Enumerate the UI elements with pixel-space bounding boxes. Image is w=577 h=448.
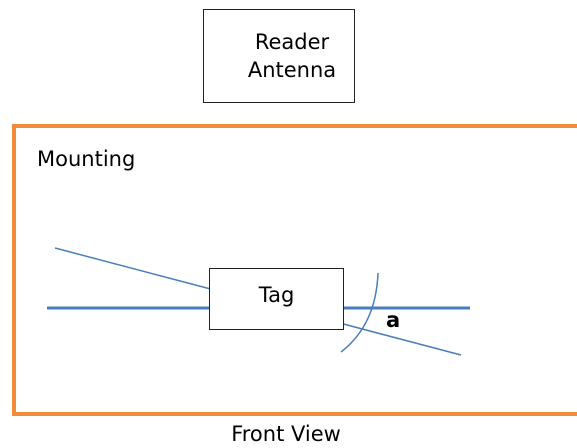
view-caption-text: Front View — [231, 422, 341, 446]
mounting-frame — [12, 124, 577, 416]
reader-antenna-label-line1: Reader — [254, 30, 330, 54]
tag-box: Tag — [209, 268, 344, 330]
angle-arc — [340, 272, 379, 353]
mounting-label: Mounting — [37, 147, 136, 171]
angle-label: a — [386, 308, 401, 332]
tag-label: Tag — [258, 283, 295, 307]
reader-antenna-box: Reader Antenna — [203, 9, 355, 103]
reader-antenna-label-line2: Antenna — [247, 58, 337, 82]
view-caption: Front View — [0, 420, 577, 448]
